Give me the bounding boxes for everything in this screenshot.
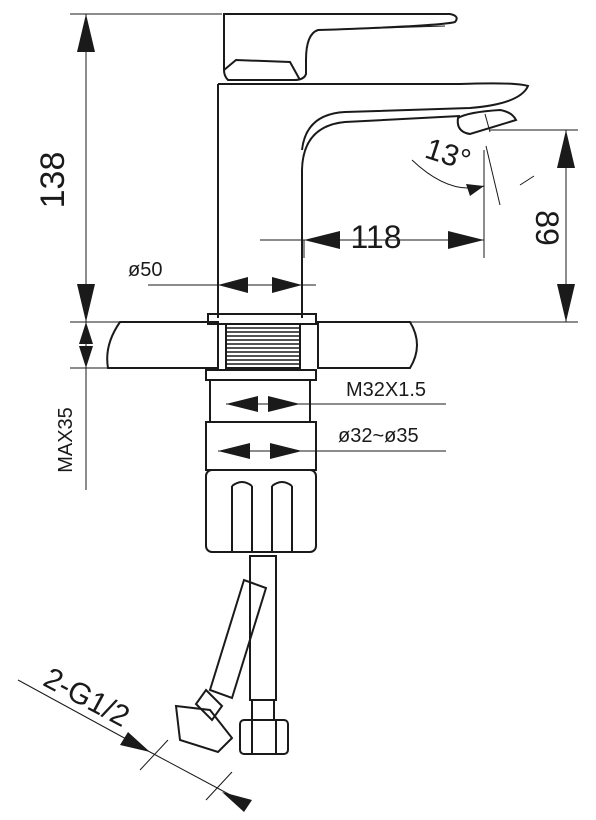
fixing-nut	[205, 369, 317, 553]
body-diameter-label: ø50	[128, 259, 162, 281]
spout-height-label: 89	[529, 210, 565, 246]
spout-angle-label: 13°	[421, 132, 474, 177]
hose-connection-label: 2-G1/2	[38, 662, 134, 734]
max-thickness-label: MAX35	[55, 407, 77, 473]
hole-diameter-label: ø32~ø35	[338, 425, 419, 447]
faucet-body	[207, 82, 530, 325]
dimension-lines	[17, 13, 578, 812]
flexible-hoses	[174, 555, 289, 755]
thread-label: M32X1.5	[346, 379, 426, 401]
spout-reach-label: 118	[350, 219, 401, 255]
faucet-handle	[223, 13, 458, 81]
total-height-label: 138	[34, 152, 72, 209]
dimension-labels: 138 118 89 13° ø50 M32X1.5 ø32~ø35 MAX35…	[34, 132, 565, 733]
threaded-shank	[225, 323, 301, 369]
countertop	[106, 321, 418, 369]
